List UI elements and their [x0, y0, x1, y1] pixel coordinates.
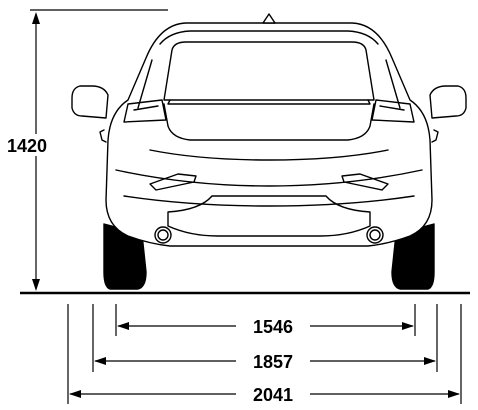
- track-label: 1546: [253, 317, 293, 337]
- bumper-lower-line: [123, 195, 415, 207]
- right-pillar: [385, 59, 401, 109]
- width-extension-lines: [67, 304, 462, 404]
- car-body-outline: [105, 22, 433, 247]
- track-dimension: [117, 322, 414, 330]
- left-tire: [103, 223, 147, 290]
- tailgate-lower: [149, 149, 389, 161]
- right-tire: [391, 223, 435, 290]
- car-rear-view: [71, 13, 467, 290]
- right-taillight: [371, 99, 415, 123]
- left-exhaust-inner: [157, 229, 169, 241]
- left-taillight: [123, 99, 167, 123]
- body-width-dimension: [94, 357, 436, 365]
- right-wheel-arch: [431, 129, 439, 143]
- right-exhaust-inner: [369, 229, 381, 241]
- rear-window: [163, 41, 375, 101]
- left-pillar: [137, 59, 153, 109]
- height-arrow-top: [32, 12, 40, 24]
- right-mirror: [429, 85, 467, 119]
- rear-bumper-line: [115, 169, 423, 187]
- left-taillight-detail: [133, 105, 159, 111]
- rear-window-inner: [167, 99, 371, 105]
- height-label: 1420: [7, 136, 47, 156]
- right-taillight-detail: [379, 105, 405, 111]
- height-arrow-bottom: [32, 279, 40, 291]
- mirror-width-label: 2041: [253, 385, 293, 405]
- body-width-label: 1857: [253, 352, 293, 372]
- height-dimension: [4, 9, 168, 291]
- left-reflector: [149, 173, 197, 191]
- right-reflector: [341, 173, 389, 191]
- tailgate: [163, 103, 375, 141]
- mirror-width-dimension: [69, 390, 460, 398]
- left-mirror: [71, 85, 109, 119]
- left-wheel-arch: [99, 129, 107, 143]
- roof-spoiler: [159, 30, 379, 45]
- roof-light: [262, 13, 276, 24]
- rear-diffuser: [167, 195, 371, 237]
